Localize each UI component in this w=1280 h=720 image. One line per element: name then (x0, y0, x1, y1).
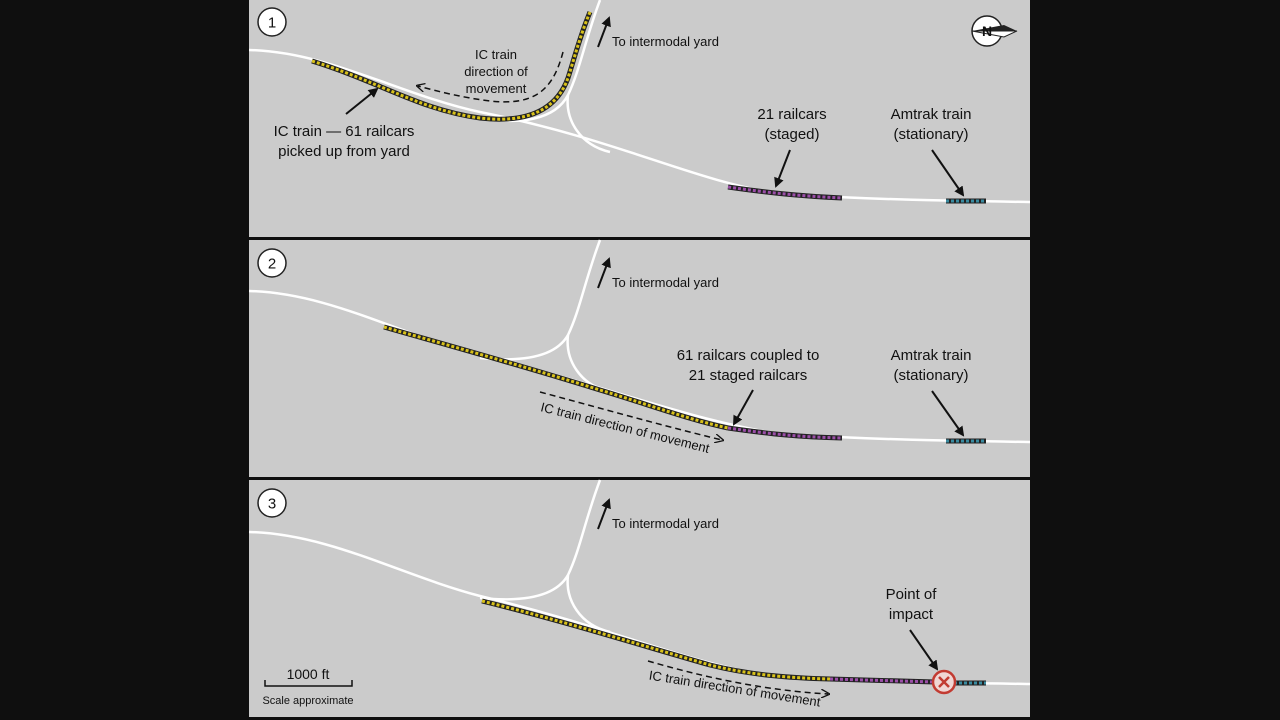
amtrak-label-line-2: (stationary) (893, 126, 968, 143)
main-track (248, 48, 1031, 204)
ic-train-label-line-2: picked up from yard (278, 143, 410, 160)
to-yard-label: To intermodal yard (612, 275, 719, 290)
scale-bar: 1000 ft Scale approximate (262, 666, 353, 707)
panel-number-badge (257, 248, 287, 278)
impact-label-line-2: impact (889, 606, 934, 623)
staged-railcars (727, 426, 843, 440)
panel-number: 3 (268, 496, 276, 513)
coupled-label-line-1: 61 railcars coupled to (677, 347, 820, 364)
panel-number: 2 (268, 256, 276, 273)
ic-train (481, 599, 831, 681)
to-yard-label: To intermodal yard (612, 34, 719, 49)
direction-label-line-3: movement (466, 81, 527, 96)
yard-direction-arrow (597, 257, 611, 289)
direction-label-line-1: IC train (475, 47, 517, 62)
direction-dashed-arrow (539, 391, 722, 440)
amtrak-label-line-1: Amtrak train (891, 347, 972, 364)
coupled-label-line-2: 21 staged railcars (689, 367, 807, 384)
ic-train-label-line-1: IC train — 61 railcars (274, 123, 415, 140)
impact-pointer-arrow (909, 629, 939, 671)
wye-track (566, 574, 611, 634)
panel-number-badge (257, 488, 287, 518)
amtrak-pointer-arrow (931, 390, 965, 437)
ic-train (383, 325, 729, 430)
scale-bar-line (264, 680, 353, 687)
staged-label-line-2: (staged) (764, 126, 819, 143)
scale-value: 1000 ft (287, 666, 330, 682)
amtrak-label-line-2: (stationary) (893, 367, 968, 384)
compass-letter: N (982, 23, 992, 39)
amtrak-label-line-1: Amtrak train (891, 106, 972, 123)
north-arrow-icon: N (971, 15, 1018, 47)
panel-number: 1 (268, 15, 276, 32)
panel-1: 1 To intermodal yard IC train direction … (248, 0, 1031, 237)
yard-direction-arrow (597, 16, 611, 48)
staged-label-line-1: 21 railcars (757, 106, 826, 123)
panel-3: 3 To intermodal yard Point of impact IC … (248, 479, 1031, 717)
panel-2: 2 To intermodal yard 61 railcars coupled… (248, 239, 1031, 477)
yard-direction-arrow (597, 498, 611, 530)
staged-railcars (829, 677, 936, 684)
ic-train-pointer-arrow (345, 87, 379, 115)
scale-note: Scale approximate (262, 695, 353, 707)
staged-pointer-arrow (774, 149, 791, 188)
to-yard-label: To intermodal yard (612, 516, 719, 531)
panel-2-background (249, 240, 1030, 477)
panel-1-background (249, 0, 1030, 237)
panel-3-background (249, 480, 1030, 717)
impact-label-line-1: Point of (886, 586, 938, 603)
wye-track (566, 94, 611, 154)
main-track (248, 289, 1031, 444)
ic-train (311, 11, 592, 121)
staged-railcars (727, 185, 843, 200)
impact-marker-icon (931, 669, 957, 695)
coupled-pointer-arrow (733, 389, 754, 426)
direction-label-line-2: direction of (464, 64, 528, 79)
amtrak-pointer-arrow (931, 149, 965, 197)
panel-number-badge (257, 7, 287, 37)
